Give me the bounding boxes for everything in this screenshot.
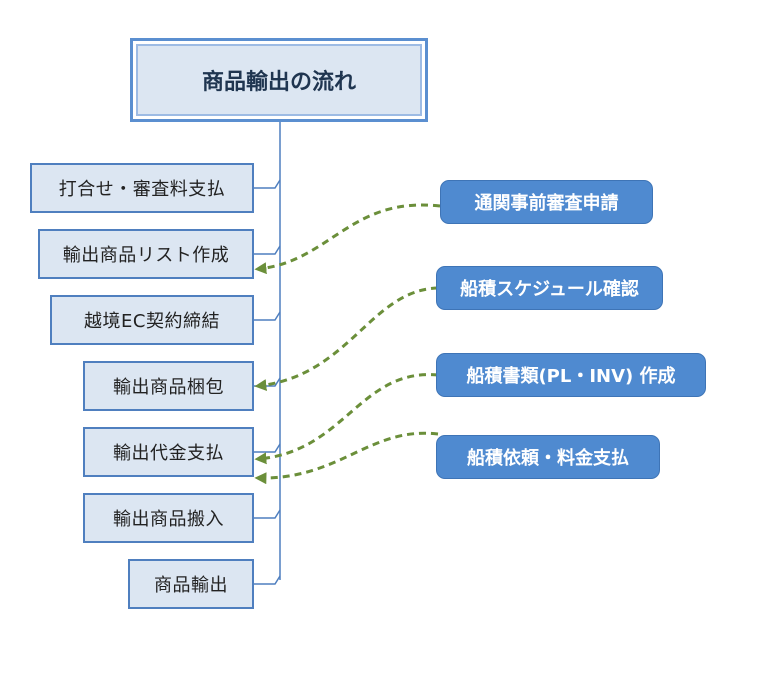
step-3: 越境EC契約締結 [50,295,254,345]
arrow-schedule-to-packing [254,286,439,392]
step-5: 輸出代金支払 [83,427,254,477]
step-branch [254,443,281,453]
step-branch [254,179,281,189]
task-shipping-documents: 船積書類(PL・INV) 作成 [436,353,706,397]
arrow-booking-to-payment [254,431,439,485]
step-branch [254,311,281,321]
step-branch [254,245,281,255]
task-shipping-schedule: 船積スケジュール確認 [436,266,663,310]
step-4: 輸出商品梱包 [83,361,254,411]
diagram-title: 商品輸出の流れ [130,38,428,122]
task-customs-prereview: 通関事前審査申請 [440,180,653,224]
step-6: 輸出商品搬入 [83,493,254,543]
arrow-customs-to-list [254,203,441,275]
task-shipping-request: 船積依頼・料金支払 [436,435,660,479]
step-branch [254,509,281,519]
step-branch [254,575,281,585]
step-1: 打合せ・審査料支払 [30,163,254,213]
arrow-documents-to-payment [254,373,439,465]
step-7: 商品輸出 [128,559,254,609]
step-2: 輸出商品リスト作成 [38,229,254,279]
